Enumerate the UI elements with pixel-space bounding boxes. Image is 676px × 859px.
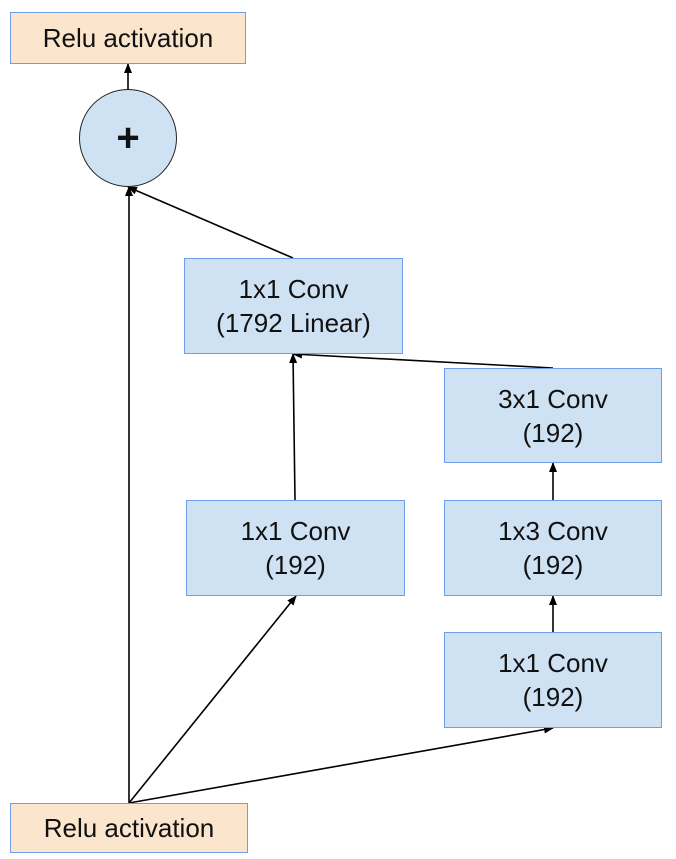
edge-conv-linear-to-add <box>127 186 294 259</box>
conv-1x1-right-filters: (192) <box>522 682 584 712</box>
addition-node: + <box>79 89 177 187</box>
conv-1x3-filters: (192) <box>522 550 584 580</box>
conv-1x1-linear-filters: (1792 Linear) <box>216 308 371 338</box>
relu-activation-input-node: Relu activation <box>10 803 248 853</box>
relu-activation-output-node: Relu activation <box>10 12 246 64</box>
edge-relu-bottom-to-conv-left <box>128 595 297 804</box>
relu-activation-input-label: Relu activation <box>43 813 215 843</box>
conv-1x1-left-label: 1x1 Conv <box>240 516 351 546</box>
edge-conv-3x1-to-conv-linear <box>292 350 554 369</box>
conv-1x1-right-node: 1x1 Conv (192) <box>444 632 662 728</box>
conv-1x1-left-filters: (192) <box>265 550 326 580</box>
conv-3x1-filters: (192) <box>522 417 584 448</box>
conv-3x1-node: 3x1 Conv (192) <box>444 368 662 463</box>
conv-1x1-linear-node: 1x1 Conv (1792 Linear) <box>184 258 403 354</box>
relu-activation-output-label: Relu activation <box>42 23 214 53</box>
conv-1x3-label: 1x3 Conv <box>498 516 608 546</box>
conv-1x3-node: 1x3 Conv (192) <box>444 500 662 596</box>
conv-1x1-left-node: 1x1 Conv (192) <box>186 500 405 596</box>
conv-3x1-label: 3x1 Conv <box>498 383 608 414</box>
edge-conv-left-to-conv-linear <box>289 353 298 501</box>
conv-1x1-right-label: 1x1 Conv <box>498 648 608 678</box>
conv-1x1-linear-label: 1x1 Conv <box>238 274 349 304</box>
plus-icon: + <box>116 116 140 160</box>
edge-relu-bottom-to-conv-right-bottom <box>128 725 554 804</box>
